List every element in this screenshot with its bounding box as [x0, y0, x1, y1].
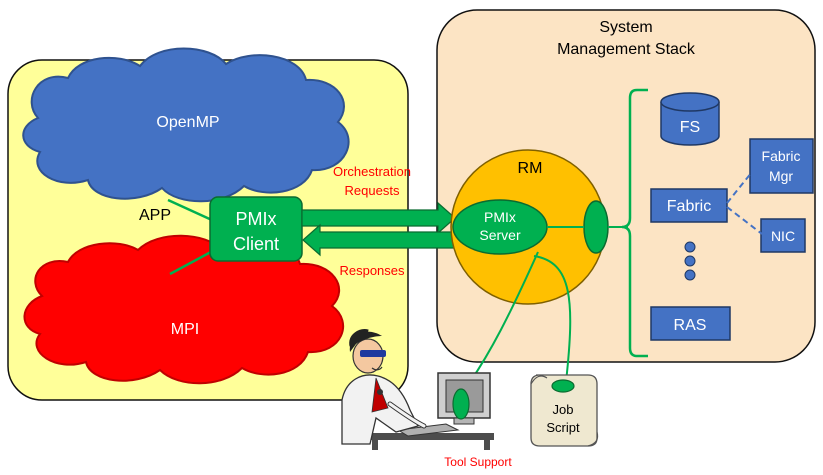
response-arrow	[302, 223, 456, 257]
ras-label: RAS	[674, 317, 707, 334]
pmix-client-line2: Client	[233, 234, 279, 254]
ellipsis-dot	[684, 255, 696, 267]
rm-plugin-oval	[583, 200, 609, 254]
ellipsis-dot	[684, 269, 696, 281]
component-bracket	[621, 88, 648, 358]
job-script-line1: Job	[553, 402, 574, 417]
system-panel-title-line1: System	[599, 19, 652, 36]
fabric-nic-dashed-connector	[726, 206, 763, 235]
job-script-line2: Script	[546, 420, 580, 435]
fabric-mgr-dashed-connector	[726, 171, 753, 204]
openmp-label: OpenMP	[156, 114, 219, 131]
orchestration-label-line2: Requests	[345, 183, 400, 198]
app-label: APP	[139, 207, 171, 224]
pmix-client-line1: PMIx	[235, 209, 276, 229]
responses-label: Responses	[339, 263, 405, 278]
tool-support-label: Tool Support	[444, 455, 512, 469]
openmp-cloud: OpenMP	[22, 47, 350, 203]
mpi-cloud: MPI	[23, 234, 344, 385]
request-arrow	[301, 201, 456, 235]
server-jobscript-connector	[533, 255, 572, 383]
fabric-label: Fabric	[667, 198, 711, 215]
tool-user-illustration	[341, 329, 494, 450]
rm-label: RM	[518, 160, 543, 177]
fabric-mgr-box: Fabric Mgr	[749, 138, 814, 194]
ras-box: RAS	[650, 306, 731, 341]
fs-label: FS	[680, 119, 700, 136]
nic-label: NIC	[771, 228, 795, 244]
job-script-scroll: Job Script	[530, 374, 599, 447]
system-panel-title-line2: Management Stack	[557, 41, 696, 58]
orchestration-label-line1: Orchestration	[333, 164, 411, 179]
nic-box: NIC	[760, 218, 806, 253]
ellipsis-dot	[684, 241, 696, 253]
mpi-label: MPI	[171, 321, 199, 338]
pmix-server-line1: PMIx	[484, 209, 516, 225]
fabric-mgr-line1: Fabric	[762, 148, 801, 164]
fabric-box: Fabric	[650, 188, 728, 223]
pmix-client-box: PMIx Client	[209, 196, 303, 262]
fabric-mgr-line2: Mgr	[769, 168, 793, 184]
pmix-server-line2: Server	[479, 227, 521, 243]
fs-database: FS	[660, 92, 720, 146]
